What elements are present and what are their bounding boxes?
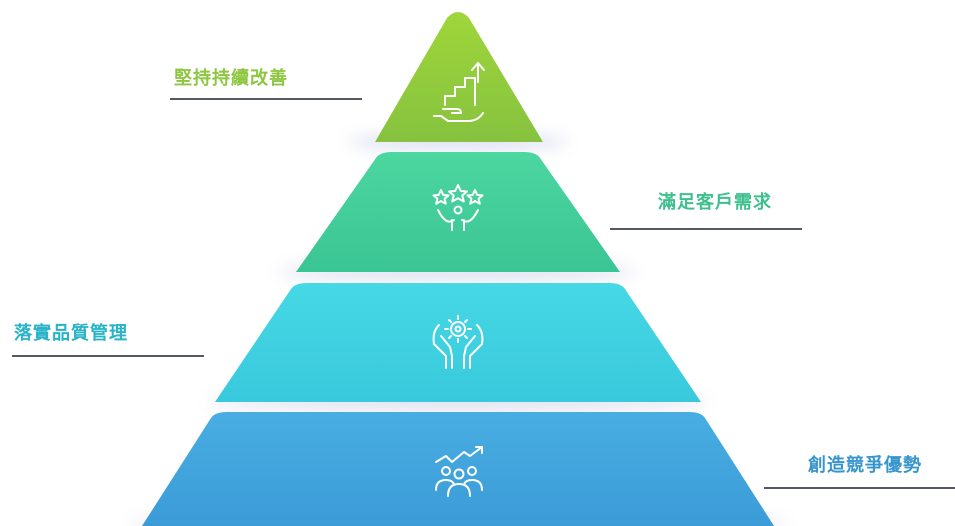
team-growth-icon (435, 446, 483, 497)
hand-growth-icon (433, 62, 485, 122)
stars-person-icon (432, 184, 484, 231)
tier-1-label: 堅持持續改善 (174, 68, 288, 89)
tier-1-leader-line (170, 98, 362, 100)
tier-4-leader-line (764, 487, 955, 489)
tier-3-leader-line (12, 355, 204, 357)
tier-3-label: 落實品質管理 (14, 323, 128, 344)
tier-2-label: 滿足客戶需求 (658, 192, 772, 213)
pyramid-tier-1 (375, 12, 543, 142)
gear-hands-icon (432, 315, 484, 369)
tier-4-label: 創造競爭優勢 (808, 455, 922, 476)
pyramid-tier-2 (296, 152, 620, 272)
tier-2-leader-line (610, 228, 802, 230)
